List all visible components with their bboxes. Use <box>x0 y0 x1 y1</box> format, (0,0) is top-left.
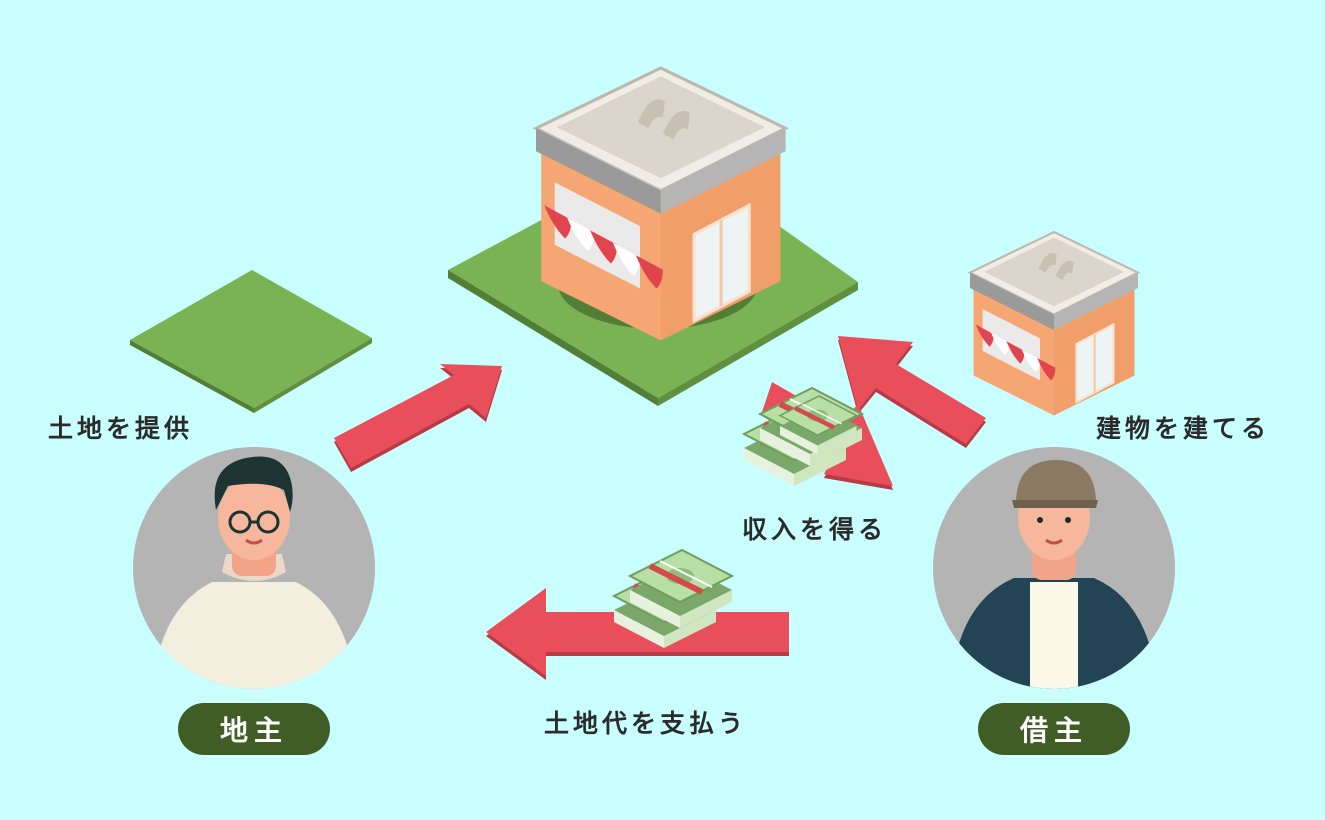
landowner-avatar <box>133 447 375 700</box>
provide-land-label: 土地を提供 <box>48 409 193 445</box>
tenant-badge: 借主 <box>978 703 1130 755</box>
shop-building-icon <box>970 232 1138 415</box>
arrow-provide-land-icon <box>334 364 502 472</box>
gain-income-label: 収入を得る <box>742 510 887 546</box>
land-tile-icon <box>130 270 372 413</box>
land-with-shop-icon <box>448 68 858 406</box>
landowner-badge: 地主 <box>178 703 330 755</box>
build-building-label: 建物を建てる <box>1096 409 1270 445</box>
tenant-avatar <box>933 447 1175 702</box>
pay-land-fee-label: 土地代を支払う <box>544 704 747 740</box>
